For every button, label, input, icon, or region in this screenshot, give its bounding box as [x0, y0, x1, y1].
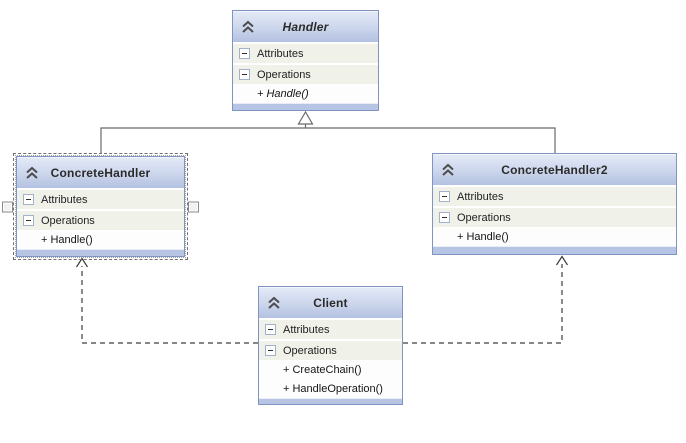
attributes-label: Attributes	[257, 47, 304, 60]
attributes-section-row[interactable]: Attributes	[433, 185, 676, 206]
collapse-minus-icon[interactable]	[439, 191, 450, 202]
attributes-section-row[interactable]: Attributes	[233, 42, 378, 63]
selection-outline[interactable]: ConcreteHandler Attributes Operations + …	[2, 153, 199, 260]
attributes-label: Attributes	[457, 190, 504, 203]
class-header[interactable]: Client	[259, 287, 402, 318]
class-header[interactable]: ConcreteHandler	[17, 157, 184, 188]
collapse-chevron-icon[interactable]	[241, 20, 255, 33]
resize-handle-left[interactable]	[2, 201, 13, 212]
operations-label: Operations	[257, 68, 311, 81]
attributes-label: Attributes	[41, 193, 88, 206]
operation-item[interactable]: + Handle()	[433, 227, 676, 246]
open-arrowhead-icon	[555, 255, 569, 266]
inheritance-connector[interactable]	[100, 110, 556, 153]
class-title: ConcreteHandler	[50, 165, 151, 180]
open-arrowhead-icon	[75, 257, 89, 268]
collapse-minus-icon[interactable]	[23, 194, 34, 205]
operations-label: Operations	[457, 211, 511, 224]
class-title: ConcreteHandler2	[501, 162, 608, 177]
collapse-minus-icon[interactable]	[439, 212, 450, 223]
resize-handle-right[interactable]	[188, 201, 199, 212]
collapse-minus-icon[interactable]	[239, 48, 250, 59]
collapse-minus-icon[interactable]	[265, 345, 276, 356]
attributes-label: Attributes	[283, 323, 330, 336]
collapse-minus-icon[interactable]	[265, 324, 276, 335]
class-title: Client	[313, 295, 348, 310]
class-title: Handler	[282, 19, 329, 34]
operation-item[interactable]: + Handle()	[233, 84, 378, 103]
collapse-chevron-icon[interactable]	[25, 166, 39, 179]
operations-label: Operations	[283, 344, 337, 357]
collapse-chevron-icon[interactable]	[441, 163, 455, 176]
collapse-minus-icon[interactable]	[239, 69, 250, 80]
attributes-section-row[interactable]: Attributes	[259, 318, 402, 339]
class-header[interactable]: ConcreteHandler2	[433, 154, 676, 185]
footer-strip	[259, 398, 402, 404]
attributes-section-row[interactable]: Attributes	[17, 188, 184, 209]
operations-section-row[interactable]: Operations	[17, 209, 184, 230]
footer-strip	[433, 246, 676, 254]
dependency-connector-left[interactable]	[75, 257, 259, 344]
collapse-chevron-icon[interactable]	[267, 296, 281, 309]
operations-section-row[interactable]: Operations	[233, 63, 378, 84]
footer-strip	[17, 249, 184, 256]
class-box-concrete-handler2[interactable]: ConcreteHandler2 Attributes Operations +…	[432, 153, 677, 255]
class-box-handler[interactable]: Handler Attributes Operations + Handle()	[232, 10, 379, 111]
operations-label: Operations	[41, 214, 95, 227]
collapse-minus-icon[interactable]	[23, 215, 34, 226]
operation-item[interactable]: + Handle()	[17, 230, 184, 249]
class-box-client[interactable]: Client Attributes Operations + CreateCha…	[258, 286, 403, 405]
operations-section-row[interactable]: Operations	[259, 339, 402, 360]
inheritance-triangle-icon	[297, 110, 314, 125]
operation-item[interactable]: + HandleOperation()	[259, 379, 402, 398]
footer-strip	[233, 103, 378, 110]
dependency-connector-right[interactable]	[403, 255, 569, 344]
class-header[interactable]: Handler	[233, 11, 378, 42]
operations-section-row[interactable]: Operations	[433, 206, 676, 227]
operation-item[interactable]: + CreateChain()	[259, 360, 402, 379]
class-box-concrete-handler[interactable]: ConcreteHandler Attributes Operations + …	[16, 156, 185, 257]
